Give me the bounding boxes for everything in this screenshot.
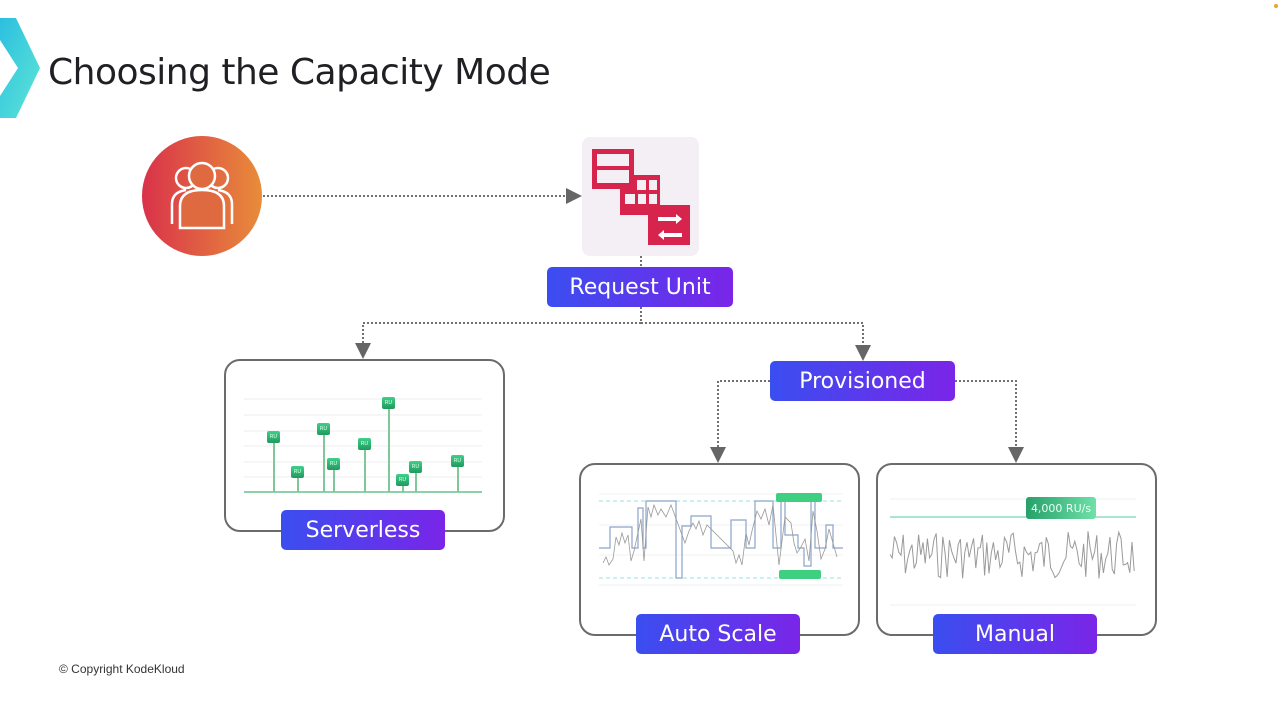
edge-prov-manual [955,380,1024,463]
ru-spike-stem [364,448,366,492]
auto-scale-panel [579,463,860,636]
ru-spike-tag: RU [382,397,395,409]
auto-scale-chart [599,493,843,586]
ru-spike-tag: RU [267,431,280,443]
manual-node: Manual [933,614,1097,654]
ru-spike-stem [457,465,459,492]
request-unit-icon [592,149,690,245]
edge-prov-auto [710,380,770,463]
corner-dot [1274,4,1278,8]
brand-chevron-icon [0,18,40,118]
ru-spike-stem [273,441,275,492]
copyright-text: © Copyright KodeKloud [59,662,185,676]
manual-chart [889,498,1136,606]
slide-title: Choosing the Capacity Mode [48,52,551,93]
edge-request-provisioned [641,322,871,361]
ru-spike-tag: RU [451,455,464,467]
provisioned-node: Provisioned [770,361,955,401]
request-unit-node: Request Unit [547,267,733,307]
ru-spike-stem [333,468,335,492]
manual-usage-line [889,530,1135,579]
ru-spike-tag: RU [409,461,422,473]
ru-spike-tag: RU [327,458,340,470]
users-node [142,136,262,256]
manual-threshold-label: 4,000 RU/s [1026,497,1096,519]
ru-spike-tag: RU [358,438,371,450]
manual-panel [876,463,1157,636]
ru-spike-stem [415,471,417,492]
min-ru-tag [779,570,821,579]
request-unit-icon-box [582,137,699,256]
users-group-icon [170,161,234,230]
ru-spike-tag: RU [291,466,304,478]
serverless-node: Serverless [281,510,445,550]
ru-spike-tag: RU [396,474,409,486]
auto-scale-node: Auto Scale [636,614,800,654]
edge-request-serverless [355,322,641,359]
max-ru-tag [776,493,822,502]
ru-spike-tag: RU [317,423,330,435]
ru-spike-stem [297,476,299,492]
auto-scale-usage-line [602,503,838,566]
ru-spike-stem [388,407,390,492]
ru-spike-stem [323,433,325,492]
ru-spike-stem [402,484,404,492]
serverless-chart [244,398,482,493]
